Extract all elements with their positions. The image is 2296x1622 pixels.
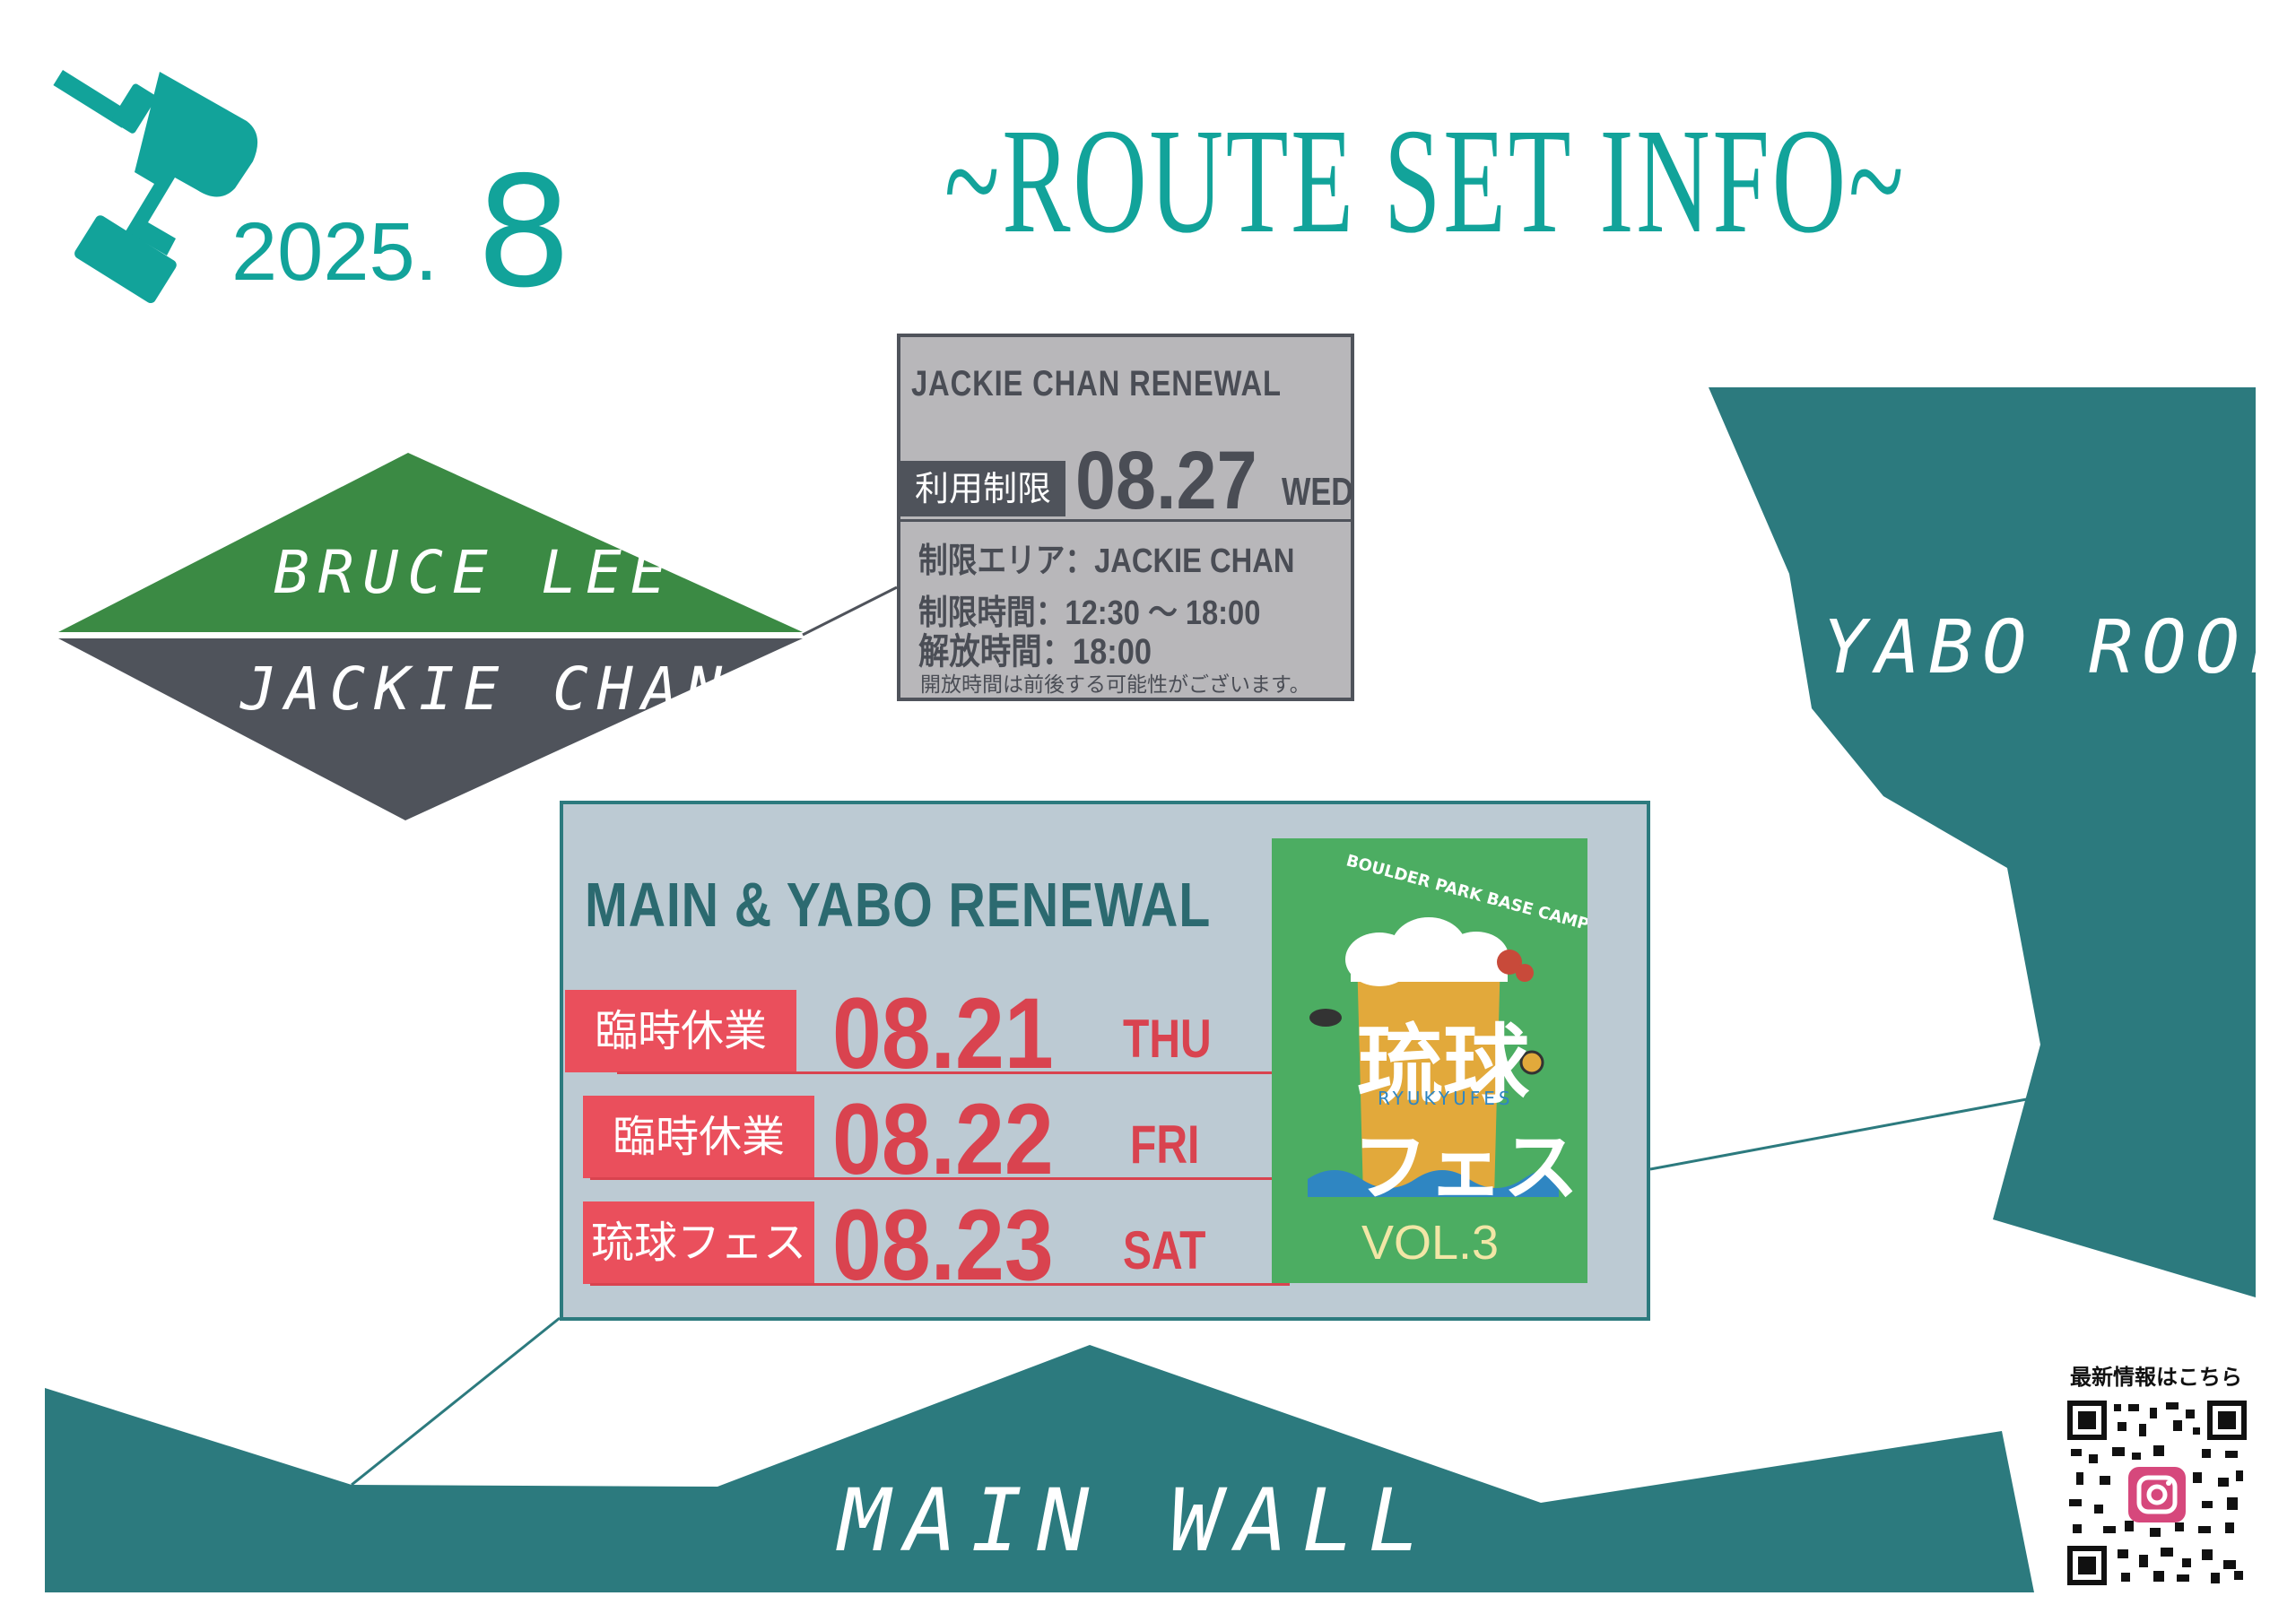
beer-glass-icon <box>1308 917 1559 1197</box>
bruce-lee-label: BRUCE LEE <box>274 538 675 607</box>
connector-line <box>1649 1097 2032 1171</box>
restricted-time: 制限時間：12:30 ～ 18:00 <box>918 594 1261 632</box>
closure-date: 08.21 <box>832 977 1054 1089</box>
main-wall-label: MAIN WALL <box>839 1470 1435 1571</box>
festival-tag: 琉球フェス <box>583 1201 814 1284</box>
restriction-tag: 利用制限 <box>900 461 1065 516</box>
jackie-chan-notice: JACKIE CHAN RENEWAL 利用制限 08.27 WED 制限エリア… <box>897 334 1354 701</box>
restricted-area: 制限エリア：JACKIE CHAN <box>918 542 1295 580</box>
closure-day: THU <box>1123 1009 1212 1069</box>
notice-footnote: 開放時間は前後する可能性がございます。 <box>920 673 1310 697</box>
poster-subtitle: RYUKYUFES <box>1378 1088 1514 1109</box>
main-wall-shape <box>45 1345 2034 1592</box>
connector-line <box>351 1316 561 1487</box>
open-time: 解放時間：18:00 <box>918 632 1152 672</box>
notice-date: 08.27 <box>1075 435 1257 526</box>
closure-day: FRI <box>1130 1115 1200 1175</box>
divider <box>900 519 1354 522</box>
poster-title-bottom: フェス <box>1352 1123 1579 1211</box>
bruce-lee-shape <box>58 453 803 632</box>
poster-volume: VOL.3 <box>1361 1216 1500 1270</box>
notice-title: MAIN & YABO RENEWAL <box>585 870 1212 940</box>
jackie-chan-shape <box>58 638 803 820</box>
year-label: 2025. <box>231 206 439 298</box>
yabo-roof-label: YABO ROOF <box>1822 605 2296 690</box>
connector-line <box>802 585 898 637</box>
month-label: 8 <box>475 144 573 322</box>
notice-day: WED <box>1282 470 1354 514</box>
jackie-chan-label: JACKIE CHAN <box>240 655 732 724</box>
page-title: ~ROUTE SET INFO~ <box>944 98 1907 265</box>
festival-day: SAT <box>1123 1220 1206 1280</box>
row-underline <box>590 1283 1290 1286</box>
closure-date: 08.22 <box>832 1083 1054 1195</box>
qr-code[interactable] <box>2067 1401 2247 1585</box>
closure-tag: 臨時休業 <box>565 990 796 1072</box>
drill-icon <box>53 69 258 304</box>
yabo-roof-shape <box>1709 387 2256 1297</box>
poster-title-top: 琉球 <box>1357 1015 1529 1115</box>
row-underline <box>617 1071 1290 1074</box>
notice-title: JACKIE CHAN RENEWAL <box>911 364 1282 403</box>
qr-caption: 最新情報はこちら <box>2070 1365 2242 1390</box>
ryukyu-fes-poster: BOULDER PARK BASE CAMP 琉球 RYUKYUFES フェス … <box>1272 838 1587 1283</box>
closure-tag: 臨時休業 <box>583 1096 814 1178</box>
festival-date: 08.23 <box>832 1189 1054 1301</box>
row-underline <box>590 1177 1290 1180</box>
